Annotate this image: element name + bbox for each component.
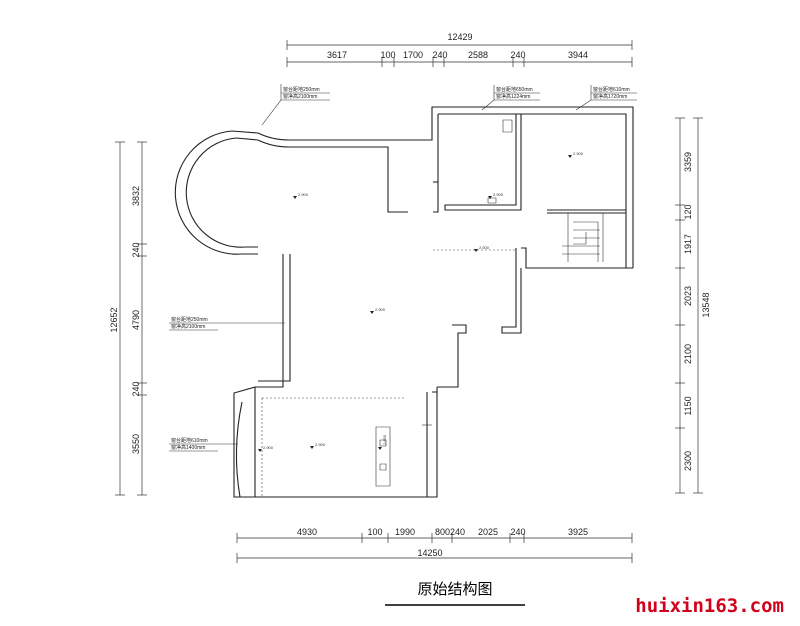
left-segment-dimension: 240 bbox=[131, 381, 141, 396]
top-segment-dimension: 240 bbox=[510, 50, 525, 60]
elevation-marker: 2.850 bbox=[378, 434, 387, 450]
svg-text:2.850: 2.850 bbox=[382, 434, 387, 445]
walls bbox=[174, 106, 634, 498]
svg-text:2.500: 2.500 bbox=[479, 245, 490, 250]
window-note-height: 窗净高2100mm bbox=[283, 93, 317, 100]
bottom-segment-dimension: 2025 bbox=[478, 527, 498, 537]
svg-text:2.900: 2.900 bbox=[263, 445, 274, 450]
right-segment-dimension: 1917 bbox=[683, 234, 693, 254]
top-total-dimension: 12429 bbox=[447, 32, 472, 42]
elevation-marker: 2.900 bbox=[293, 192, 309, 199]
left-dimension-chain: 12652 3832 240 4790 240 3550 bbox=[109, 141, 147, 496]
svg-text:2.900: 2.900 bbox=[573, 151, 584, 156]
elevation-marker: 2.900 bbox=[310, 442, 326, 449]
left-segment-dimension: 3550 bbox=[131, 434, 141, 454]
top-dimension-chain: 12429 3617 100 1700 240 2588 240 3944 bbox=[286, 32, 633, 67]
svg-text:2.900: 2.900 bbox=[298, 192, 309, 197]
right-total-dimension: 13548 bbox=[701, 292, 711, 317]
left-segment-dimension: 240 bbox=[131, 242, 141, 257]
right-segment-dimension: 3359 bbox=[683, 152, 693, 172]
elevation-marker: 2.900 bbox=[568, 151, 584, 158]
window-note-height: 窗净高1224mm bbox=[496, 93, 530, 100]
window-note-height: 窗净高1400mm bbox=[171, 444, 205, 451]
top-segment-dimension: 2588 bbox=[468, 50, 488, 60]
right-segment-dimension: 2023 bbox=[683, 286, 693, 306]
svg-text:2.900: 2.900 bbox=[493, 192, 504, 197]
top-segment-dimension: 3617 bbox=[327, 50, 347, 60]
window-note-sill: 窗台距地250mm bbox=[171, 316, 208, 323]
top-segment-dimension: 3944 bbox=[568, 50, 588, 60]
window-note-sill: 窗台距地610mm bbox=[171, 437, 208, 444]
elevation-markers: 2.900 2.900 2.900 2.500 2.900 2.900 2.90… bbox=[258, 151, 584, 452]
left-segment-dimension: 3832 bbox=[131, 186, 141, 206]
drawing-title: 原始结构图 bbox=[385, 580, 525, 606]
right-dimension-chain: 3359 120 1917 2023 2100 1150 2300 13548 bbox=[675, 117, 711, 494]
watermark: huixin163.com bbox=[635, 595, 784, 617]
top-segment-dimension: 100 bbox=[380, 50, 395, 60]
svg-text:2.900: 2.900 bbox=[375, 307, 386, 312]
right-segment-dimension: 2300 bbox=[683, 451, 693, 471]
bottom-dimension-chain: 4930 100 1990 800240 2025 240 3925 14250 bbox=[236, 527, 633, 563]
right-segment-dimension: 120 bbox=[683, 204, 693, 219]
svg-text:2.900: 2.900 bbox=[315, 442, 326, 447]
bottom-segment-dimension: 240 bbox=[510, 527, 525, 537]
left-total-dimension: 12652 bbox=[109, 307, 119, 332]
right-segment-dimension: 1150 bbox=[683, 396, 693, 415]
drawing-title-text: 原始结构图 bbox=[417, 580, 492, 598]
elevation-marker: 2.900 bbox=[488, 192, 504, 199]
bottom-segment-dimension: 1990 bbox=[395, 527, 415, 537]
right-segment-dimension: 2100 bbox=[683, 344, 693, 364]
left-segment-dimension: 4790 bbox=[131, 310, 141, 330]
window-note-sill: 窗台距地650mm bbox=[496, 86, 533, 93]
elevation-marker: 2.900 bbox=[370, 307, 386, 314]
window-note-height: 窗净高1720mm bbox=[593, 93, 627, 100]
window-note-sill: 窗台距地250mm bbox=[283, 86, 320, 93]
window-notes: 窗台距地250mm 窗净高2100mm 窗台距地650mm 窗净高1224mm … bbox=[169, 84, 637, 452]
bottom-total-dimension: 14250 bbox=[417, 548, 442, 558]
bottom-segment-dimension: 100 bbox=[367, 527, 382, 537]
top-segment-dimension: 240 bbox=[432, 50, 447, 60]
window-note-height: 窗净高2100mm bbox=[171, 323, 205, 330]
elevation-marker: 2.900 bbox=[258, 445, 274, 452]
elevation-marker: 2.500 bbox=[474, 245, 490, 252]
bottom-segment-dimension: 800240 bbox=[435, 527, 465, 537]
bottom-segment-dimension: 3925 bbox=[568, 527, 588, 537]
bottom-segment-dimension: 4930 bbox=[297, 527, 317, 537]
window-note-sill: 窗台距地610mm bbox=[593, 86, 630, 93]
top-segment-dimension: 1700 bbox=[403, 50, 423, 60]
